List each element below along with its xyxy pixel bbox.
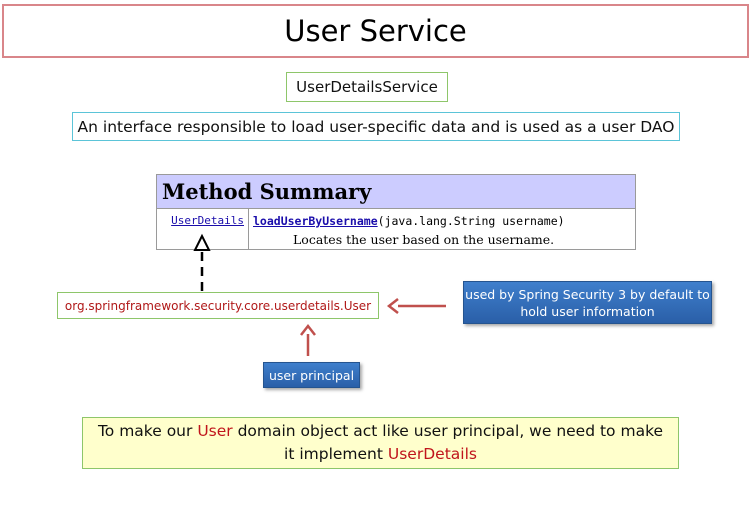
implements-arrowhead-icon <box>193 233 211 251</box>
user-word: User <box>197 422 233 440</box>
default-note-arrowhead-icon <box>386 298 399 314</box>
return-type-link[interactable]: UserDetails <box>171 214 244 227</box>
default-note-callout: used by Spring Security 3 by default to … <box>463 281 712 324</box>
method-return-type-cell: UserDetails <box>157 209 249 250</box>
method-signature: loadUserByUsername(java.lang.String user… <box>253 214 631 228</box>
conclusion-box: To make our User domain object act like … <box>82 417 679 469</box>
user-class-box: org.springframework.security.core.userde… <box>57 292 379 319</box>
method-summary-table: Method Summary UserDetails loadUserByUse… <box>156 174 636 250</box>
userdetails-word: UserDetails <box>387 445 477 463</box>
method-name-link[interactable]: loadUserByUsername <box>253 214 378 228</box>
interface-description-box: An interface responsible to load user-sp… <box>72 112 680 141</box>
slide-title: User Service <box>2 4 749 58</box>
service-name-box: UserDetailsService <box>286 72 448 102</box>
method-params: (java.lang.String username) <box>377 214 565 228</box>
method-description: Locates the user based on the username. <box>293 232 555 247</box>
user-principal-callout: user principal <box>263 362 360 388</box>
method-summary-header: Method Summary <box>157 175 635 209</box>
principal-arrowhead-icon <box>300 323 316 336</box>
conclusion-text: To make our User domain object act like … <box>97 422 664 463</box>
